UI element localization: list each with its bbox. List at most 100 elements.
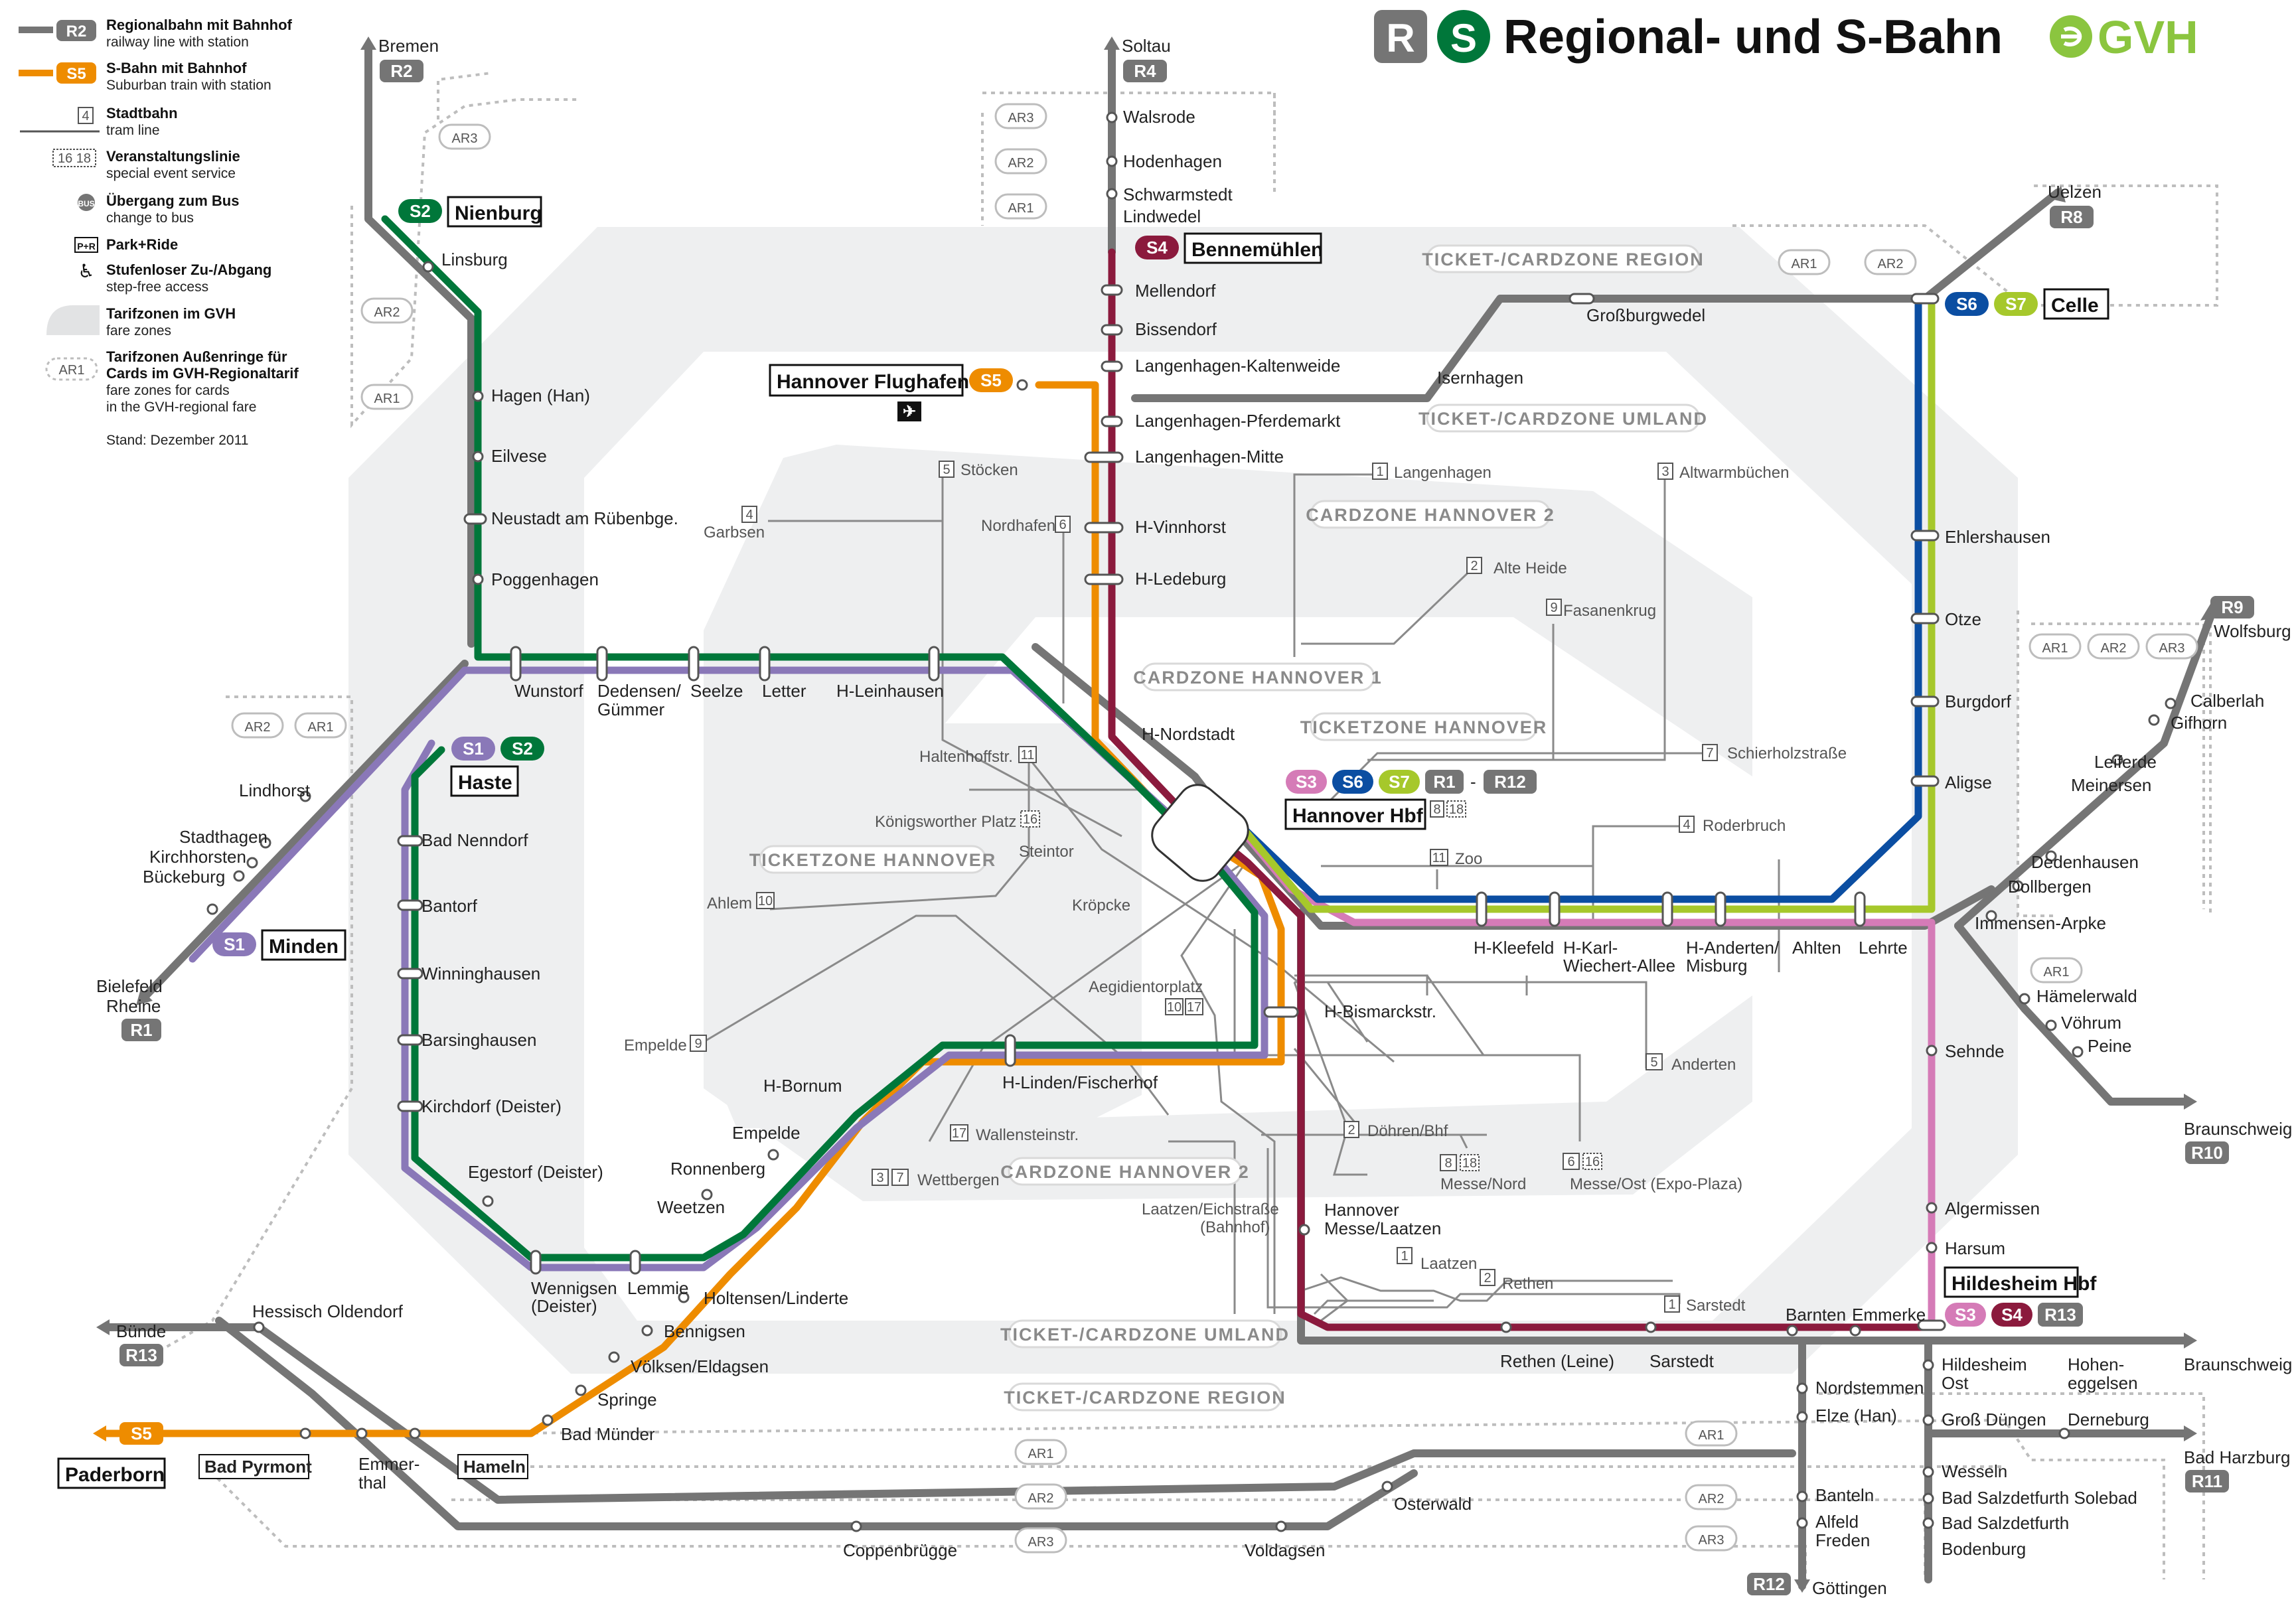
station-bad-nenndorf: Bad Nenndorf — [421, 830, 528, 850]
svg-text:1: 1 — [1668, 1297, 1675, 1312]
station-freden: Freden — [1815, 1530, 1870, 1550]
station-wesseln: Wesseln — [1942, 1461, 2007, 1481]
svg-text:✈: ✈ — [903, 403, 916, 421]
line-badge-r1 — [121, 1019, 161, 1041]
ar-label: AR1 — [994, 193, 1047, 220]
svg-text:S4: S4 — [1146, 238, 1168, 257]
svg-text:Zoo: Zoo — [1455, 850, 1482, 868]
station-eilvese: Eilvese — [491, 446, 547, 466]
svg-text:R12: R12 — [1753, 1574, 1785, 1594]
legend-item-ar: AR1 Tarifzonen Außenringe für Cards im G… — [45, 348, 299, 415]
svg-text:fare zones: fare zones — [106, 323, 171, 338]
terminals[interactable]: S2 Nienburg S4 Bennemühlen Hannover Flug… — [57, 196, 2109, 1489]
terminal-hildesheim[interactable]: Hildesheim Hbf S3 S4 R13 — [1944, 1266, 2097, 1327]
terminal-bennemuehlen[interactable]: S4 Bennemühlen — [1135, 232, 1323, 264]
svg-text:5: 5 — [943, 463, 950, 477]
station-algermissen: Algermissen — [1945, 1199, 2040, 1218]
terminal-paderborn[interactable]: Paderborn — [57, 1457, 166, 1489]
svg-text:AR2: AR2 — [374, 305, 400, 320]
svg-text:Ahlem: Ahlem — [707, 895, 752, 912]
sbahn-logo — [1437, 10, 1490, 63]
station-hessisch-oldendorf: Hessisch Oldendorf — [252, 1301, 404, 1321]
ar-label: AR1 — [360, 384, 414, 410]
svg-text:Wallensteinstr.: Wallensteinstr. — [976, 1126, 1079, 1144]
station-hoheneggelsen: Hohen- — [2068, 1354, 2124, 1374]
gvh-logo: GVH — [2050, 11, 2198, 63]
svg-text:-: - — [1470, 772, 1476, 792]
svg-text:Aegidientorplatz: Aegidientorplatz — [1089, 978, 1203, 996]
line-badge-r9 — [2210, 596, 2254, 619]
legend-item-tram: 4 Stadtbahn tram line — [20, 105, 178, 138]
svg-text:6: 6 — [1059, 518, 1066, 532]
tram-stop-wallensteinstr: 17 Wallensteinstr. — [950, 1124, 1079, 1144]
svg-text:Veranstaltungslinie: Veranstaltungslinie — [106, 148, 240, 165]
ar-label: AR1 — [2028, 633, 2082, 660]
svg-text:17: 17 — [1187, 1000, 1201, 1015]
ar-label: AR2 — [231, 712, 284, 739]
svg-text:Fasanenkrug: Fasanenkrug — [1563, 602, 1656, 620]
svg-text:17: 17 — [952, 1126, 966, 1141]
svg-text:Hannover Hbf: Hannover Hbf — [1292, 805, 1424, 827]
legend-item-regional: R2 Regionalbahn mit Bahnhof railway line… — [19, 17, 293, 50]
svg-text:step-free access: step-free access — [106, 279, 208, 295]
station-kirchhorsten: Kirchhorsten — [149, 847, 246, 867]
station-letter: Letter — [762, 681, 806, 701]
svg-text:AR1: AR1 — [1792, 257, 1817, 271]
svg-text:10: 10 — [1167, 1000, 1182, 1015]
station-lehrte: Lehrte — [1859, 938, 1908, 958]
svg-text:Altwarmbüchen: Altwarmbüchen — [1679, 464, 1789, 482]
terminal-nienburg[interactable]: S2 Nienburg — [398, 196, 542, 228]
svg-text:tram line: tram line — [106, 123, 160, 138]
svg-text:11: 11 — [1432, 851, 1446, 865]
svg-text:Nordhafen: Nordhafen — [981, 517, 1055, 535]
station-harsum: Harsum — [1945, 1238, 2005, 1258]
station-bornum: H-Bornum — [763, 1076, 842, 1096]
station-neustadt: Neustadt am Rübenbge. — [491, 508, 678, 528]
svg-text:Haltenhoffstr.: Haltenhoffstr. — [919, 748, 1013, 766]
station-nordstadt: H-Nordstadt — [1142, 724, 1235, 744]
svg-text:P+R: P+R — [77, 241, 96, 252]
ar-label: AR3 — [2145, 633, 2198, 660]
svg-text:AR3: AR3 — [1028, 1535, 1054, 1550]
endpoint-bielefeld: Bielefeld — [96, 976, 163, 996]
zone-label-umland-south: TICKET-/CARDZONE UMLAND — [1000, 1325, 1290, 1345]
terminal-bad-pyrmont[interactable]: Bad Pyrmont — [198, 1454, 312, 1479]
terminal-haste[interactable]: S1 S2 Haste — [450, 737, 544, 797]
station-markers[interactable] — [206, 111, 2177, 1532]
svg-text:AR3: AR3 — [2159, 641, 2185, 656]
terminal-flughafen[interactable]: Hannover Flughafen S5 ✈ — [769, 364, 1013, 421]
station-linden: H-Linden/Fischerhof — [1002, 1072, 1158, 1092]
station-guemmer: Gümmer — [597, 699, 664, 719]
svg-text:R2: R2 — [390, 61, 412, 81]
terminal-hannover-hbf[interactable]: S3 S6 S7 R1 - R12 Hannover Hbf 8 18 — [1284, 770, 1537, 830]
station-weetzen: Weetzen — [657, 1197, 725, 1217]
station-misburg: Misburg — [1686, 956, 1747, 976]
station-linsburg: Linsburg — [441, 250, 508, 269]
svg-text:R11: R11 — [2192, 1471, 2222, 1491]
svg-text:8: 8 — [1444, 1156, 1452, 1171]
svg-text:18: 18 — [1449, 802, 1464, 817]
svg-text:4: 4 — [82, 109, 89, 123]
station-ledeburg: H-Ledeburg — [1135, 569, 1226, 589]
terminal-hameln[interactable]: Hameln — [457, 1454, 528, 1479]
station-isernhagen: Isernhagen — [1437, 368, 1523, 388]
ar-labels: AR3 AR2 AR1 AR3 AR2 AR1 AR1 AR2 AR1 AR2 … — [231, 103, 2198, 1554]
svg-text:AR1: AR1 — [1028, 1447, 1054, 1461]
terminal-celle[interactable]: S6 S7 Celle — [1945, 288, 2109, 320]
svg-text:Garbsen: Garbsen — [704, 524, 765, 542]
terminal-minden[interactable]: S1 Minden — [212, 929, 346, 961]
svg-text:Paderborn: Paderborn — [65, 1464, 165, 1486]
svg-text:BUS: BUS — [78, 199, 94, 208]
gvh-brand: GVH — [2098, 11, 2198, 63]
svg-text:Messe/Ost (Expo-Plaza): Messe/Ost (Expo-Plaza) — [1570, 1175, 1742, 1193]
svg-text:Regionalbahn mit Bahnhof: Regionalbahn mit Bahnhof — [106, 17, 293, 33]
svg-text:Bad Pyrmont: Bad Pyrmont — [204, 1457, 312, 1477]
regional-lines — [106, 46, 2214, 1590]
